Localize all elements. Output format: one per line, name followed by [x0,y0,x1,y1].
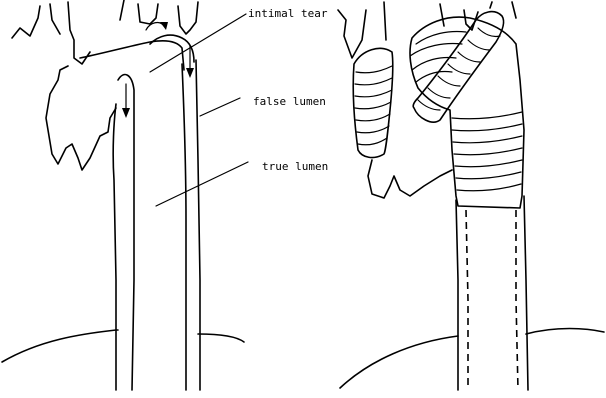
false-lumen-leader-line [200,98,240,116]
outer-wall-left [113,104,116,390]
outer-wall-right [196,60,200,390]
branch-graft-right-outline [413,12,503,122]
aortic-arch-outline [12,0,198,170]
flow-arrow-false-lumen-head [186,68,194,78]
right-panel-stent-graft [338,2,604,390]
false-lumen-dashed-left [466,210,468,390]
intimal-flap-arch [150,35,194,62]
branch-graft-left-outline [353,48,393,157]
branch-graft-left-rings [355,66,392,145]
main-stent-graft-outline [410,17,524,208]
false-lumen-dashed-right [516,210,518,390]
arch-outline-right [338,2,516,198]
diaphragm-right [198,334,244,342]
flow-arrow-arch-head [160,22,168,30]
diaphragm-right-right-panel [526,329,604,335]
diaphragm-left-right-panel [340,336,458,388]
left-panel-dissected-aorta: intimal tear false lumen true lumen [2,0,328,390]
true-lumen-leader-line [156,162,248,206]
true-lumen-label: true lumen [262,160,328,173]
intimal-flap-wall [182,64,186,390]
diaphragm-left [2,330,118,362]
main-stent-graft-rings [410,32,522,191]
descending-wall-right [524,196,528,390]
true-lumen-inner-wall [118,75,134,390]
flow-arrow-true-lumen-head [122,108,130,118]
false-lumen-arch [80,41,184,70]
false-lumen-label: false lumen [253,95,326,108]
intimal-tear-label: intimal tear [248,7,328,20]
descending-wall-left [456,200,458,390]
branch-graft-right-rings [418,28,500,110]
